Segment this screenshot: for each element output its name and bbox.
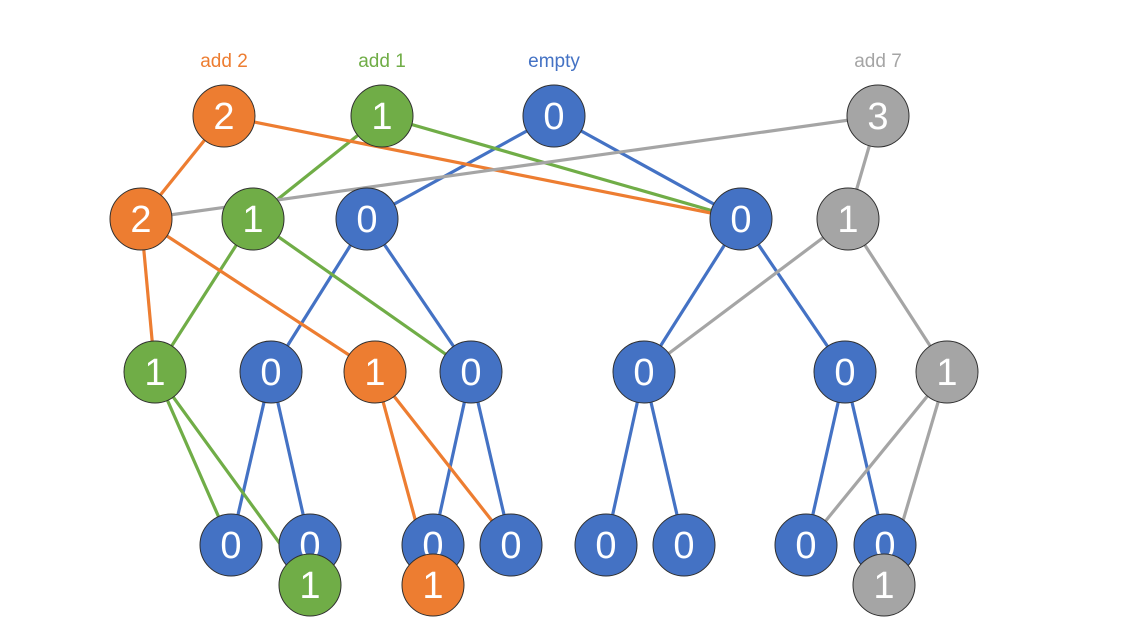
node-circle [915,340,979,404]
node-value: 2 [130,199,151,241]
node-leaf-7: 0 [774,513,838,577]
node-value: 1 [371,96,392,138]
node-value: 3 [867,96,888,138]
edge-l2-orange-to-leaf-4 [373,371,513,546]
node-l1-gray: 1 [816,187,880,251]
node-circle [813,340,877,404]
node-circle [852,553,916,617]
node-circle [612,340,676,404]
node-leaf-6: 0 [652,513,716,577]
node-l1-green: 1 [221,187,285,251]
node-value: 1 [364,352,385,394]
node-l2-blue-c: 0 [612,340,676,404]
node-circle [192,84,256,148]
node-value: 2 [213,96,234,138]
node-new-leaf-orange: 1 [401,553,465,617]
node-r-add7: 3 [846,84,910,148]
node-value: 1 [422,565,443,607]
node-l2-blue-b: 0 [439,340,503,404]
node-value: 1 [936,352,957,394]
root-caption-r-add2: add 2 [200,51,248,72]
node-circle [522,84,586,148]
node-value: 0 [595,525,616,567]
node-value: 1 [873,565,894,607]
node-circle [479,513,543,577]
node-value: 1 [242,199,263,241]
node-l1-blue-right: 0 [709,187,773,251]
node-circle [401,553,465,617]
node-circle [709,187,773,251]
node-circle [774,513,838,577]
node-value: 1 [837,199,858,241]
node-circle [221,187,285,251]
edge-l1-orange-to-l2-orange [140,217,376,374]
node-value: 0 [356,199,377,241]
node-circle [439,340,503,404]
root-caption-r-empty: empty [528,51,580,72]
node-l1-blue-left: 0 [335,187,399,251]
node-l2-orange: 1 [343,340,407,404]
edge-r-empty-to-l1-blue-right [553,114,742,221]
edge-l1-gray-to-l2-blue-c [643,217,849,374]
node-value: 0 [500,525,521,567]
root-captions: add 2 add 1 empty add 7 [200,51,902,72]
node-value: 0 [260,352,281,394]
node-l2-blue-a: 0 [239,340,303,404]
node-l2-green: 1 [123,340,187,404]
node-value: 0 [795,525,816,567]
root-caption-r-add7: add 7 [854,51,902,72]
node-value: 0 [834,352,855,394]
node-l1-orange: 2 [109,187,173,251]
node-circle [350,84,414,148]
node-circle [123,340,187,404]
node-r-empty: 0 [522,84,586,148]
node-circle [652,513,716,577]
node-value: 0 [673,525,694,567]
node-circle [574,513,638,577]
node-leaf-1: 0 [199,513,263,577]
node-circle [278,553,342,617]
node-value: 0 [543,96,564,138]
edge-l2-gray-to-leaf-7 [804,370,949,547]
node-r-add2: 2 [192,84,256,148]
edge-r-empty-to-l1-blue-left [366,114,555,221]
node-leaf-4: 0 [479,513,543,577]
node-circle [335,187,399,251]
node-l2-blue-d: 0 [813,340,877,404]
edge-r-add2-to-l1-blue-right [223,114,742,221]
node-circle [199,513,263,577]
node-value: 0 [460,352,481,394]
node-circle [846,84,910,148]
node-value: 1 [144,352,165,394]
node-new-leaf-gray: 1 [852,553,916,617]
node-value: 0 [730,199,751,241]
node-value: 0 [633,352,654,394]
node-circle [816,187,880,251]
edge-l1-green-to-l2-blue-b [252,217,472,374]
node-circle [239,340,303,404]
node-value: 1 [299,565,320,607]
node-new-leaf-green: 1 [278,553,342,617]
root-caption-r-add1: add 1 [358,51,406,72]
edge-r-add1-to-l1-blue-right [381,114,742,221]
node-value: 0 [220,525,241,567]
node-l2-gray: 1 [915,340,979,404]
node-r-add1: 1 [350,84,414,148]
node-leaf-5: 0 [574,513,638,577]
node-circle [109,187,173,251]
node-circle [343,340,407,404]
